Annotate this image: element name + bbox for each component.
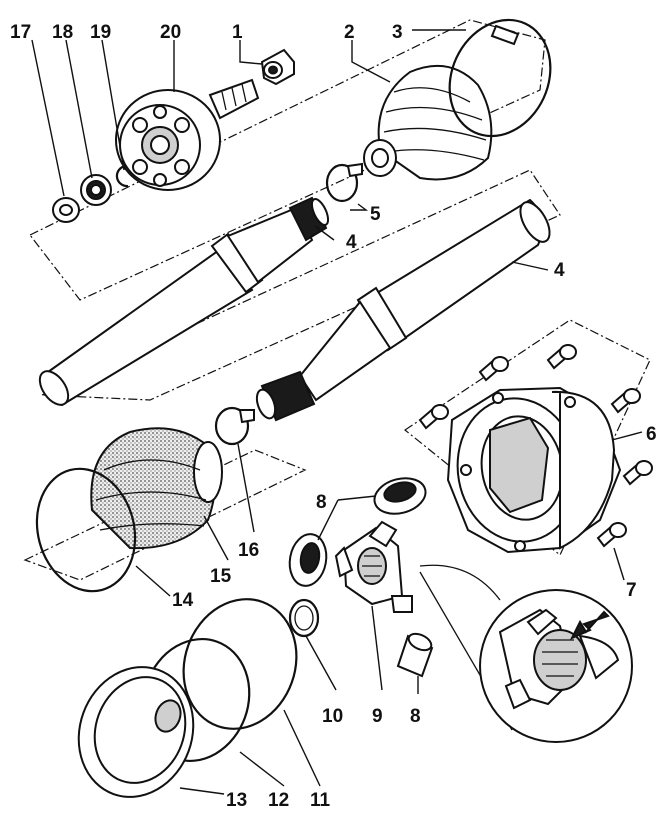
callout-2: 2	[344, 22, 355, 43]
part-clamp-ring	[35, 467, 137, 593]
callout-1: 1	[232, 22, 243, 43]
detail-inset	[419, 564, 633, 743]
part-circlip	[115, 164, 129, 188]
callout-labels: 17 18 19 20 1 2 3 5 4 4 6 7 8 8 9 10 11 …	[10, 22, 657, 811]
callout-20: 20	[160, 22, 181, 43]
bolt	[478, 356, 509, 382]
part-nut	[260, 48, 295, 86]
callout-11: 11	[310, 790, 331, 811]
part-outer-boot	[363, 64, 493, 181]
part-thrust-washer	[52, 197, 80, 223]
part-roller-upper	[373, 477, 427, 515]
callout-18: 18	[52, 22, 73, 43]
part-end-cover	[77, 666, 195, 798]
part-hose-clamp-large	[448, 18, 552, 138]
arrow-icon	[569, 610, 610, 641]
callout-17: 17	[10, 22, 31, 43]
callout-4-lower: 4	[554, 260, 565, 281]
part-inner-boot	[90, 427, 223, 550]
part-drive-shaft-upper	[38, 196, 330, 407]
part-hose-clamp-small	[325, 162, 363, 203]
part-dished-washer	[80, 174, 112, 206]
callout-7: 7	[626, 580, 637, 601]
part-snap-ring	[288, 598, 320, 638]
part-gasket	[182, 598, 298, 730]
callout-15: 15	[210, 566, 232, 587]
part-bolts	[418, 344, 653, 548]
callout-19: 19	[90, 22, 111, 43]
bolt	[622, 460, 653, 486]
callout-4-upper: 4	[346, 232, 357, 253]
part-inner-cv-housing	[446, 386, 622, 554]
callout-9: 9	[372, 706, 383, 727]
callout-14: 14	[172, 590, 194, 611]
callout-3: 3	[392, 22, 403, 43]
callout-12: 12	[268, 790, 289, 811]
part-tripod-spider	[334, 520, 413, 613]
callout-8-lower: 8	[410, 706, 421, 727]
bolt	[610, 388, 641, 414]
callout-8-upper: 8	[316, 492, 327, 513]
part-drive-shaft-lower	[255, 198, 551, 422]
callout-6: 6	[646, 424, 657, 445]
bolt	[546, 344, 577, 370]
callout-5: 5	[370, 204, 381, 225]
part-roller-pin	[396, 632, 434, 678]
callout-10: 10	[322, 706, 343, 727]
part-hose-clamp-lower	[214, 406, 255, 446]
callout-13: 13	[226, 790, 247, 811]
part-roller-left	[288, 533, 328, 587]
part-outer-cv-joint	[115, 78, 260, 191]
callout-16: 16	[238, 540, 259, 561]
bolt	[418, 404, 449, 430]
leader-lines	[31, 29, 643, 795]
bolt	[596, 522, 627, 548]
